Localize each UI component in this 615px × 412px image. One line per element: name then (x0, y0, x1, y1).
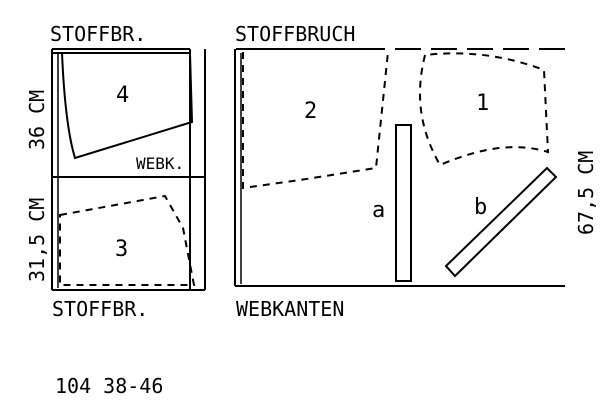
piece-4-outline (61, 52, 194, 160)
left-panel: STOFFBR. 4 WEBK. 3 STOFFBR. 36 CM 31,5 C… (25, 22, 206, 321)
left-fold-top-label: STOFFBR. (50, 22, 146, 46)
right-panel: STOFFBRUCH 2 1 a b WEBKANTEN 67,5 CM (234, 22, 598, 321)
right-fold-top-label: STOFFBRUCH (235, 22, 355, 46)
piece-b-strip (444, 166, 558, 278)
piece-4-label: 4 (116, 83, 129, 108)
piece-a-label: a (372, 198, 385, 223)
selvage-bottom-label: WEBKANTEN (236, 297, 344, 321)
piece-3-outline (59, 194, 196, 286)
piece-a-strip (395, 124, 412, 282)
footer-code: 104 38-46 (55, 374, 163, 398)
piece-2-label: 2 (304, 99, 317, 124)
dimension-right-label: 67,5 CM (574, 151, 598, 235)
left-fold-bottom-label: STOFFBR. (52, 297, 148, 321)
piece-1-outline (419, 52, 550, 167)
dimension-lower-label: 31,5 CM (25, 198, 49, 282)
dimension-upper-label: 36 CM (25, 90, 49, 150)
piece-3-label: 3 (115, 237, 128, 262)
piece-b-label: b (474, 195, 487, 220)
piece-1-label: 1 (476, 91, 489, 116)
selvage-small-label: WEBK. (136, 154, 184, 173)
